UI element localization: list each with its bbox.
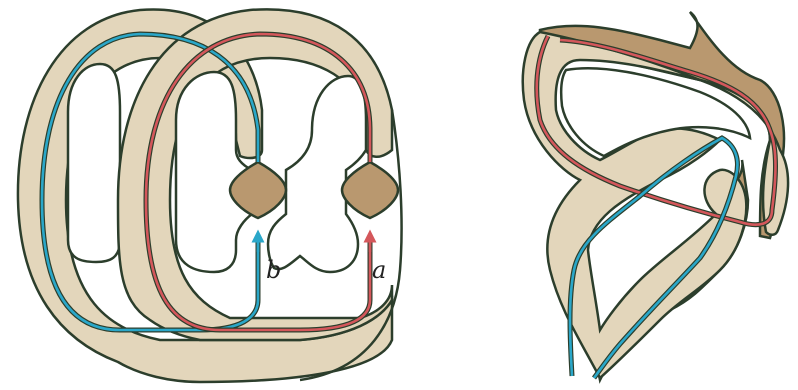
left-loop-hole [68, 64, 120, 262]
left-figure: b a [18, 9, 402, 382]
label-b: b [266, 256, 281, 284]
label-a: a [372, 256, 386, 284]
right-figure [523, 12, 788, 380]
twist-a [342, 162, 398, 218]
